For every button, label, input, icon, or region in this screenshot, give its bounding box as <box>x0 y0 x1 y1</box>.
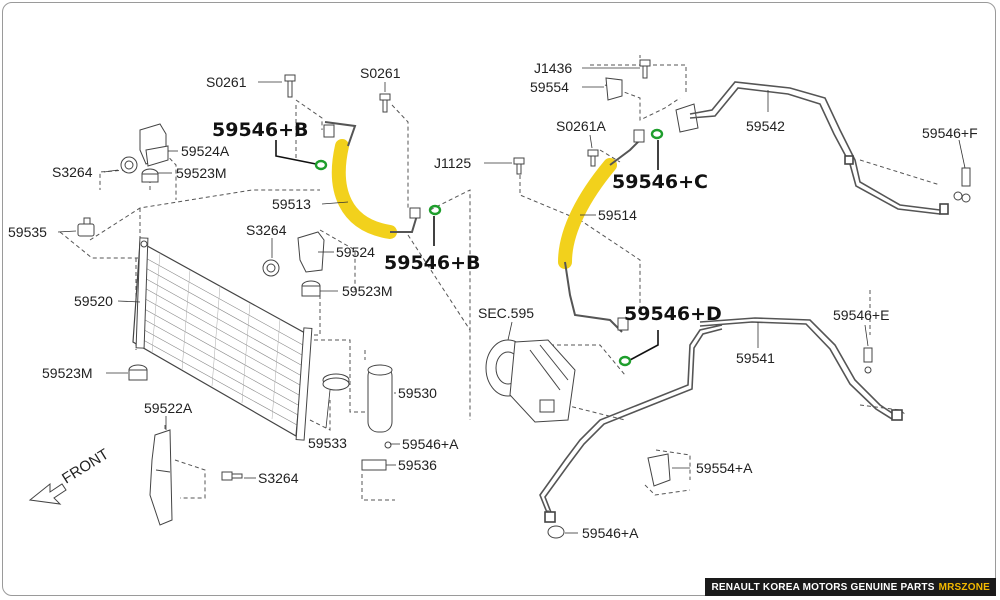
label-j1436: J1436 <box>534 60 572 76</box>
label-59513: 59513 <box>272 196 311 212</box>
label-s3264-mid: S3264 <box>246 222 287 238</box>
clip-59554-icon <box>605 77 623 101</box>
label-59520: 59520 <box>74 293 113 309</box>
highlight-label-59546b-top: 59546+B <box>212 119 309 141</box>
highlighted-o-rings <box>314 128 664 367</box>
nut-s3264-mid-icon <box>262 259 280 277</box>
bolt-j1125-icon <box>513 157 525 175</box>
mount-59523m-bottom-icon <box>128 364 148 381</box>
mount-59523m-top-icon <box>141 168 159 183</box>
label-59554a: 59554+A <box>696 460 753 476</box>
highlight-leader-lines <box>275 140 659 361</box>
bolt-s3264-bottom-icon <box>221 471 243 481</box>
label-sec595: SEC.595 <box>478 305 534 321</box>
mount-59523m-mid-icon <box>301 280 321 297</box>
bracket-59536-icon <box>361 459 387 471</box>
receiver-drier-59530-icon <box>367 364 393 433</box>
label-59523m-mid: 59523M <box>342 283 393 299</box>
label-59554: 59554 <box>530 79 569 95</box>
label-59522a: 59522A <box>144 400 193 416</box>
label-j1125: J1125 <box>434 155 471 171</box>
label-s3264-bottom: S3264 <box>258 470 299 486</box>
fitting-59546e-icon <box>863 347 873 374</box>
banner-text: RENAULT KOREA MOTORS GENUINE PARTS <box>711 581 935 593</box>
label-s3264-top: S3264 <box>52 164 93 180</box>
clip-59554a-icon <box>647 453 671 487</box>
label-59524a: 59524A <box>181 143 230 159</box>
front-direction-indicator: FRONT <box>28 446 112 505</box>
pipe-59541 <box>539 317 903 523</box>
bracket-59524a-icon <box>139 123 169 167</box>
bolt-s0261-center-icon <box>379 93 391 113</box>
label-59546f: 59546+F <box>922 125 978 141</box>
compressor-sec595-icon <box>485 339 576 423</box>
label-59514: 59514 <box>598 207 637 223</box>
label-59542: 59542 <box>746 118 785 134</box>
oring-59546d-icon <box>618 355 632 367</box>
fitting-59546f-icon <box>953 167 971 203</box>
bolt-s0261-left-icon <box>284 74 296 98</box>
highlight-label-59546c: 59546+C <box>612 171 708 193</box>
bolt-s0261a-icon <box>587 149 599 167</box>
right-small-parts <box>485 59 971 539</box>
pipe-bracket-icon <box>675 103 699 133</box>
footer-banner: RENAULT KOREA MOTORS GENUINE PARTS MRSZO… <box>705 578 996 596</box>
label-s0261-center: S0261 <box>360 65 401 81</box>
oring-59546c-icon <box>650 128 664 140</box>
oring-59546a-mid-icon <box>384 441 392 449</box>
sensor-59535-icon <box>77 217 95 237</box>
label-59546a-bottom: 59546+A <box>582 525 639 541</box>
label-59541: 59541 <box>736 350 775 366</box>
label-59535: 59535 <box>8 224 47 240</box>
label-59530: 59530 <box>398 385 437 401</box>
label-s0261a: S0261A <box>556 118 606 134</box>
highlight-label-59546b-mid: 59546+B <box>384 252 481 274</box>
bracket-59524-icon <box>297 231 325 273</box>
bolt-j1436-icon <box>639 59 651 79</box>
highlight-label-59546d: 59546+D <box>624 303 722 325</box>
pipe-59542 <box>689 81 949 215</box>
nut-s3264-top-icon <box>120 156 138 174</box>
condenser-59520 <box>132 237 313 441</box>
hose-59513 <box>323 121 421 239</box>
hose-59514 <box>558 129 645 333</box>
banner-brand: MRSZONE <box>938 581 990 593</box>
front-label: FRONT <box>59 446 112 488</box>
oring-59546b-mid-icon <box>428 204 442 216</box>
label-s0261-left: S0261 <box>206 74 247 90</box>
label-59533: 59533 <box>308 435 347 451</box>
clamp-59533-icon <box>322 373 350 391</box>
label-59536: 59536 <box>398 457 437 473</box>
label-59523m-bottom: 59523M <box>42 365 93 381</box>
part-labels: S0261 S0261 59524A S3264 59523M 59535 59… <box>8 60 978 541</box>
label-59523m-top: 59523M <box>176 165 227 181</box>
label-59546e: 59546+E <box>833 307 889 323</box>
front-arrow-icon <box>28 482 67 505</box>
label-59524: 59524 <box>336 244 375 260</box>
oring-59546a-bottom-icon <box>547 525 565 539</box>
left-small-parts <box>77 74 393 526</box>
highlight-labels: 59546+B 59546+B 59546+C 59546+D <box>212 119 722 325</box>
oring-59546b-top-icon <box>314 159 328 171</box>
air-guide-59522a-icon <box>149 429 173 526</box>
label-59546a-mid: 59546+A <box>402 436 459 452</box>
label-leader-lines <box>57 67 966 534</box>
